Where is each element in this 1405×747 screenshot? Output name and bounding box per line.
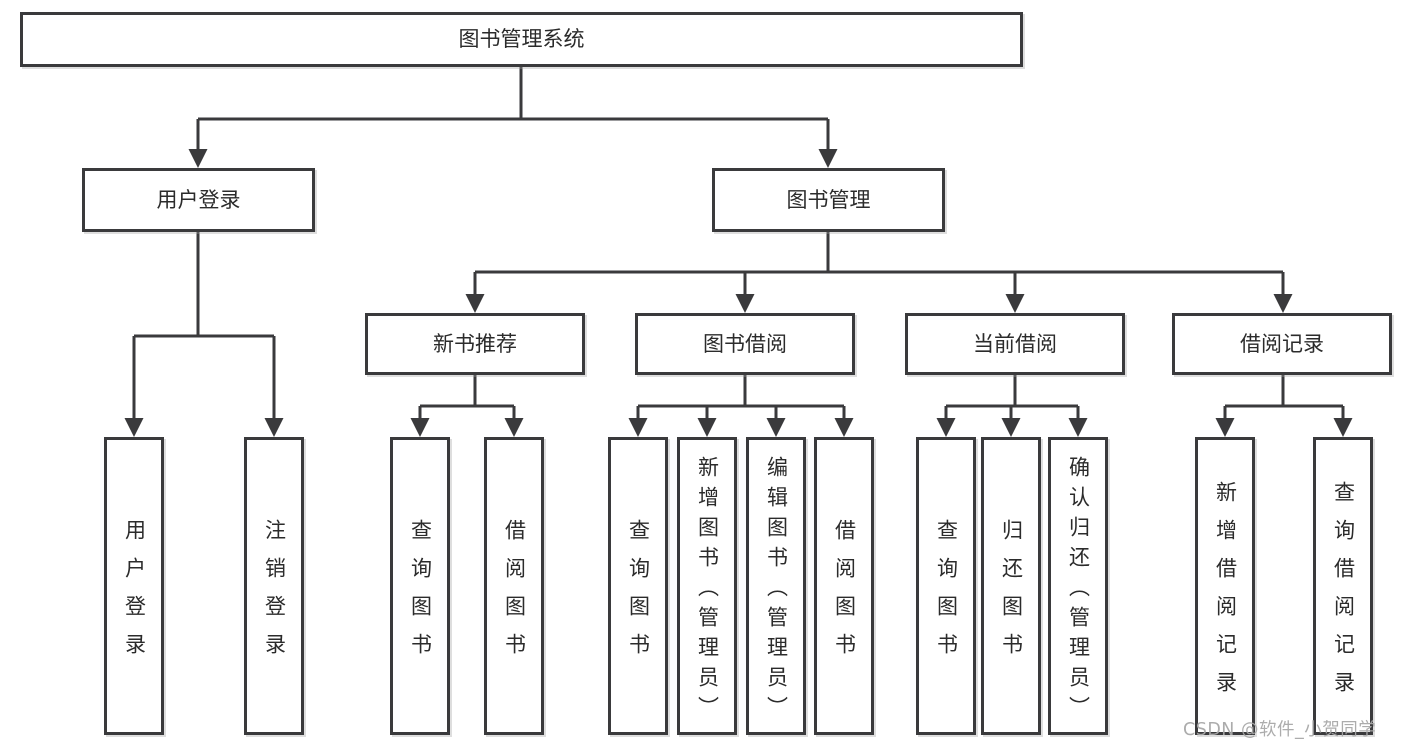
node-root-system: 图书管理系统 [20, 12, 1023, 67]
leaf-borrow-books-recommend: 借阅图书 [484, 437, 544, 735]
leaf-confirm-return-admin-label: 确认归还（管理员） [1066, 455, 1091, 726]
leaf-query-borrow-record-label: 查询借阅记录 [1331, 480, 1356, 709]
leaf-add-borrow-record-label: 新增借阅记录 [1213, 480, 1238, 709]
leaf-confirm-return-admin: 确认归还（管理员） [1048, 437, 1108, 735]
leaf-query-books-current: 查询图书 [916, 437, 976, 735]
node-current-borrowing: 当前借阅 [905, 313, 1125, 375]
leaf-query-borrow-record: 查询借阅记录 [1313, 437, 1373, 735]
node-book-borrowing-label: 图书借阅 [703, 331, 787, 356]
leaf-borrow-books-borrowing: 借阅图书 [814, 437, 874, 735]
leaf-add-borrow-record: 新增借阅记录 [1195, 437, 1255, 735]
leaf-edit-book-admin-label: 编辑图书（管理员） [764, 455, 789, 726]
leaf-add-book-admin-label: 新增图书（管理员） [695, 455, 720, 726]
leaf-logout: 注销登录 [244, 437, 304, 735]
leaf-query-books-borrowing: 查询图书 [608, 437, 668, 735]
leaf-query-books-borrowing-label: 查询图书 [626, 518, 651, 671]
node-new-book-recommendation: 新书推荐 [365, 313, 585, 375]
leaf-add-book-admin: 新增图书（管理员） [677, 437, 737, 735]
leaf-query-books-recommend-label: 查询图书 [408, 518, 433, 671]
leaf-return-books: 归还图书 [981, 437, 1041, 735]
node-user-login: 用户登录 [82, 168, 315, 232]
node-book-management-label: 图书管理 [786, 187, 871, 212]
leaf-edit-book-admin: 编辑图书（管理员） [746, 437, 806, 735]
node-current-borrowing-label: 当前借阅 [973, 331, 1057, 356]
leaf-borrow-books-recommend-label: 借阅图书 [502, 518, 527, 671]
leaf-user-login-label: 用户登录 [122, 518, 147, 671]
node-borrowing-records-label: 借阅记录 [1240, 331, 1324, 356]
node-book-management: 图书管理 [712, 168, 945, 232]
leaf-query-books-current-label: 查询图书 [934, 518, 959, 671]
node-user-login-label: 用户登录 [156, 187, 241, 212]
node-borrowing-records: 借阅记录 [1172, 313, 1392, 375]
node-new-book-recommendation-label: 新书推荐 [433, 331, 517, 356]
leaf-user-login: 用户登录 [104, 437, 164, 735]
node-book-borrowing: 图书借阅 [635, 313, 855, 375]
leaf-query-books-recommend: 查询图书 [390, 437, 450, 735]
watermark: CSDN @软件_小贺同学 [1183, 720, 1377, 740]
leaf-borrow-books-borrowing-label: 借阅图书 [832, 518, 857, 671]
node-root-label: 图书管理系统 [458, 27, 585, 51]
leaf-return-books-label: 归还图书 [999, 518, 1024, 671]
arrowheads [124, 149, 1353, 437]
leaf-logout-label: 注销登录 [262, 518, 287, 671]
